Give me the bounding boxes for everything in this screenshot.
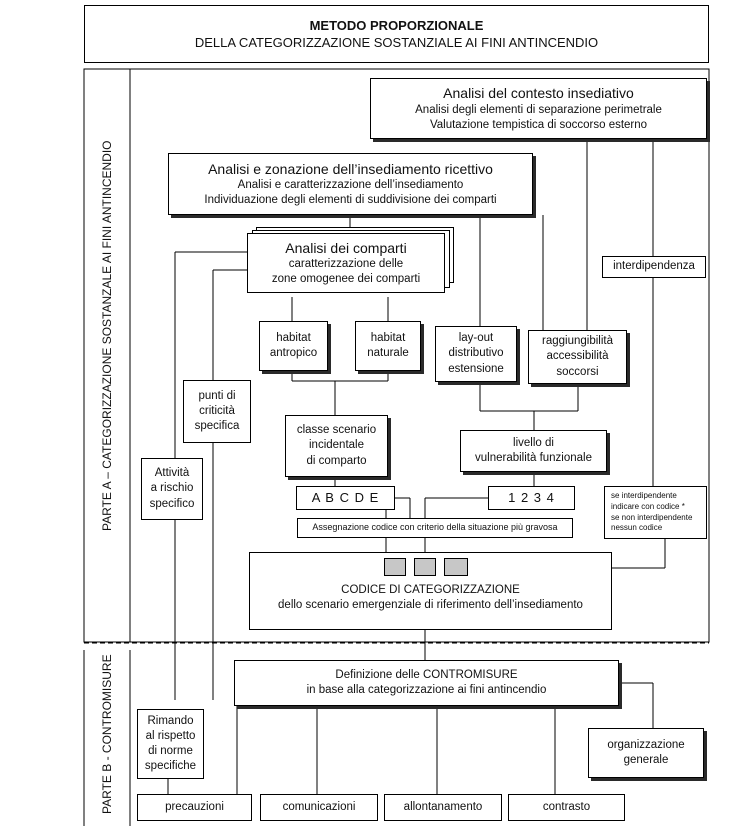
punti-criticita-box: punti di criticità specifica — [183, 380, 251, 443]
classe-scenario-line-2: incidentale — [309, 439, 364, 452]
comparti-title: Analisi dei comparti — [285, 239, 407, 256]
title-line-2: DELLA CATEGORIZZAZIONE SOSTANZIALE AI FI… — [194, 35, 599, 50]
raggiungibilita-line-3: soccorsi — [556, 365, 599, 378]
abcde-code-label: A B C D E — [311, 490, 380, 506]
part-b-label: PARTE B - CONTROMISURE — [100, 654, 114, 814]
habitat-naturale-line-1: habitat — [370, 331, 406, 344]
raggiungibilita-box: raggiungibilità accessibilità soccorsi — [528, 330, 627, 384]
code-square-3 — [444, 558, 468, 576]
interdip-note-line-4: nessun codice — [611, 523, 663, 533]
contrasto-label: contrasto — [542, 800, 591, 813]
habitat-antropico-line-2: antropico — [269, 347, 318, 359]
precauzioni-label: precauzioni — [165, 800, 224, 813]
attivita-rischio-line-1: Attività — [154, 467, 190, 480]
classe-scenario-line-1: classe scenario — [296, 424, 377, 437]
zonazione-line-2: Individuazione degli elementi di suddivi… — [204, 194, 497, 207]
codice-title: CODICE DI CATEGORIZZAZIONE — [341, 583, 520, 596]
habitat-naturale-box: habitat naturale — [355, 321, 421, 371]
punti-criticita-line-1: punti di — [198, 389, 236, 402]
contesto-title: Analisi del contesto insediativo — [443, 85, 634, 102]
contesto-insediativo-box: Analisi del contesto insediativo Analisi… — [370, 78, 707, 139]
allontanamento-label: allontanamento — [403, 800, 483, 813]
abcde-code-box: A B C D E — [296, 486, 395, 510]
comunicazioni-label: comunicazioni — [282, 800, 356, 813]
layout-line-1: lay-out — [458, 332, 494, 345]
title-line-1: METODO PROPORZIONALE — [309, 17, 484, 33]
contromisure-subtitle: in base alla categorizzazione ai fini an… — [306, 684, 547, 696]
contesto-line-1: Analisi degli elementi di separazione pe… — [415, 103, 662, 116]
zonazione-title: Analisi e zonazione dell’insediamento ri… — [208, 160, 493, 177]
punti-criticita-line-3: specifica — [194, 420, 240, 433]
interdip-note-line-2: indicare con codice * — [611, 501, 685, 511]
contromisure-title: Definizione delle CONTROMISURE — [335, 668, 518, 681]
assegnazione-box: Assegnazione codice con criterio della s… — [297, 518, 573, 538]
classe-scenario-box: classe scenario incidentale di comparto — [285, 415, 388, 477]
assegnazione-label: Assegnazione codice con criterio della s… — [312, 522, 558, 533]
habitat-naturale-line-2: naturale — [367, 347, 409, 359]
habitat-antropico-line-1: habitat — [276, 331, 311, 344]
numeric-code-label: 1 2 3 4 — [508, 490, 555, 506]
interdip-note-line-3: se non interdipendente — [611, 512, 693, 522]
punti-criticita-line-2: criticità — [199, 404, 235, 417]
attivita-rischio-box: Attività a rischio specifico — [141, 458, 203, 520]
zonazione-box: Analisi e zonazione dell’insediamento ri… — [168, 153, 533, 215]
code-square-1 — [384, 558, 406, 576]
rimando-line-3: di norme — [148, 745, 193, 757]
vulnerabilita-box: livello di vulnerabilità funzionale — [460, 430, 607, 472]
part-a-label: PARTE A – CATEGORIZZAZIONE SOSTANZALE AI… — [100, 140, 114, 531]
organizzazione-line-1: organizzazione — [607, 738, 685, 751]
part-a-label-strip — [83, 68, 131, 643]
rimando-line-1: Rimando — [147, 714, 194, 727]
comparti-line-2: zone omogenee dei comparti — [271, 273, 421, 286]
habitat-antropico-box: habitat antropico — [259, 321, 328, 371]
attivita-rischio-line-2: a rischio — [150, 482, 194, 495]
rimando-box: Rimando al rispetto di norme specifiche — [137, 709, 204, 779]
rimando-line-4: specifiche — [144, 760, 197, 773]
layout-line-3: estensione — [448, 362, 504, 375]
interdipendenza-note-box: se interdipendente indicare con codice *… — [604, 486, 707, 539]
numeric-code-box: 1 2 3 4 — [488, 486, 575, 510]
interdipendenza-label: interdipendenza — [613, 260, 695, 273]
comparti-line-1: caratterizzazione delle — [288, 258, 404, 271]
zonazione-line-1: Analisi e caratterizzazione dell’insedia… — [237, 179, 464, 192]
contrasto-box: contrasto — [508, 794, 625, 821]
raggiungibilita-line-1: raggiungibilità — [542, 335, 613, 348]
comparti-box: Analisi dei comparti caratterizzazione d… — [247, 233, 445, 293]
organizzazione-line-2: generale — [623, 754, 669, 766]
layout-distributivo-box: lay-out distributivo estensione — [435, 326, 517, 382]
precauzioni-box: precauzioni — [137, 794, 252, 821]
layout-line-2: distributivo — [448, 347, 504, 360]
attivita-rischio-line-3: specifico — [149, 497, 195, 510]
contromisure-box: Definizione delle CONTROMISURE in base a… — [234, 660, 619, 706]
rimando-line-2: al rispetto — [145, 729, 196, 742]
contesto-line-2: Valutazione tempistica di soccorso ester… — [429, 118, 648, 131]
vulnerabilita-line-2: vulnerabilità funzionale — [475, 452, 592, 464]
organizzazione-generale-box: organizzazione generale — [588, 728, 704, 778]
comunicazioni-box: comunicazioni — [260, 794, 378, 821]
interdipendenza-box: interdipendenza — [602, 256, 706, 278]
classe-scenario-line-3: di comparto — [306, 454, 367, 467]
raggiungibilita-line-2: accessibilità — [546, 350, 609, 363]
code-square-2 — [414, 558, 436, 576]
title-box: METODO PROPORZIONALE DELLA CATEGORIZZAZI… — [84, 5, 709, 63]
interdip-note-line-1: se interdipendente — [611, 490, 677, 500]
vulnerabilita-line-1: livello di — [513, 436, 554, 449]
allontanamento-box: allontanamento — [384, 794, 502, 821]
codice-subtitle: dello scenario emergenziale di riferimen… — [278, 599, 583, 611]
